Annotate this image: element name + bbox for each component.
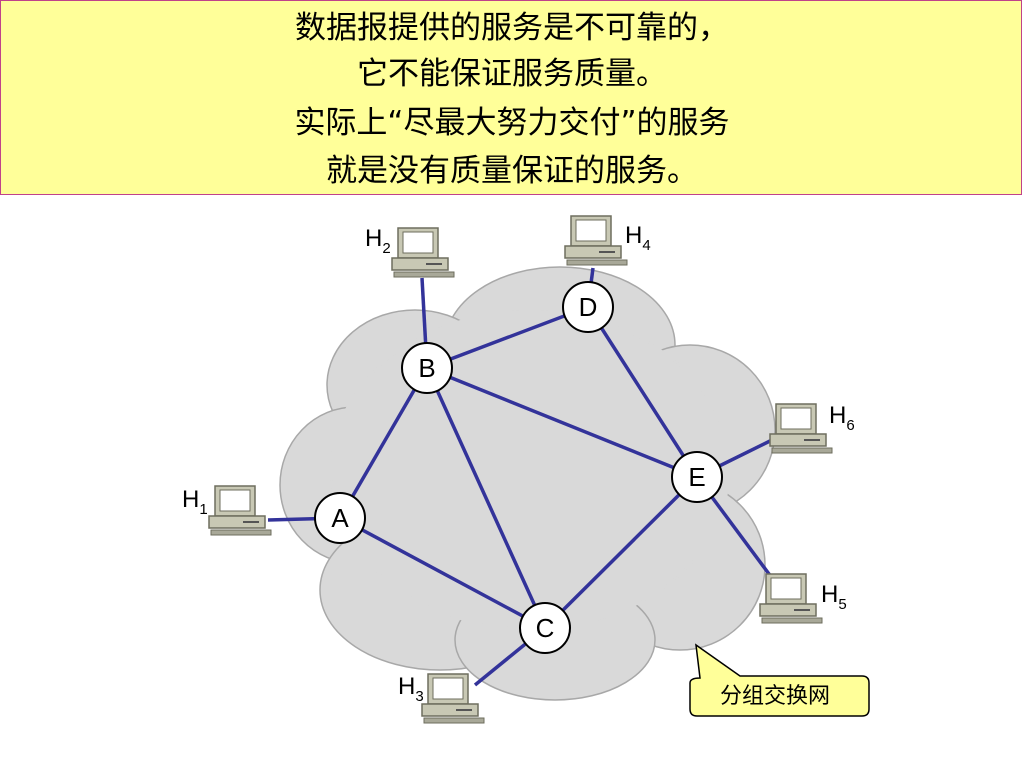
host-h4 bbox=[564, 215, 628, 266]
callout-packet-switching-network: 分组交换网 bbox=[689, 643, 870, 717]
computer-icon bbox=[759, 573, 823, 624]
node-label-d: D bbox=[579, 292, 598, 322]
node-a: A bbox=[314, 492, 366, 544]
computer-icon bbox=[421, 673, 485, 724]
computer-icon bbox=[391, 227, 455, 278]
host-label-h1: H1 bbox=[182, 486, 208, 518]
computer-icon bbox=[769, 403, 833, 454]
node-c: C bbox=[519, 602, 571, 654]
node-label-e: E bbox=[688, 462, 705, 492]
computer-icon bbox=[208, 485, 272, 536]
node-label-b: B bbox=[418, 353, 435, 383]
host-h6 bbox=[769, 403, 833, 454]
host-h1 bbox=[208, 485, 272, 536]
host-h3 bbox=[421, 673, 485, 724]
callout-label: 分组交换网 bbox=[720, 684, 830, 709]
link-c-e bbox=[543, 475, 699, 630]
host-label-h5: H5 bbox=[821, 581, 847, 613]
header-line-4: 就是没有质量保证的服务。 bbox=[326, 153, 698, 189]
header-line-3: 实际上“尽最大努力交付”的服务 bbox=[294, 105, 730, 141]
host-label-h3: H3 bbox=[398, 673, 424, 705]
link-b-e bbox=[426, 366, 698, 479]
computer-icon bbox=[564, 215, 628, 266]
link-d-e bbox=[586, 306, 699, 478]
node-e: E bbox=[671, 451, 723, 503]
host-h5 bbox=[759, 573, 823, 624]
host-h2 bbox=[391, 227, 455, 278]
node-label-a: A bbox=[331, 503, 349, 533]
link-b-c bbox=[425, 367, 547, 629]
node-b: B bbox=[401, 342, 453, 394]
link-a-c bbox=[339, 516, 546, 630]
host-label-h6: H6 bbox=[829, 402, 855, 434]
host-label-h2: H2 bbox=[365, 225, 391, 257]
node-d: D bbox=[562, 281, 614, 333]
host-label-h4: H4 bbox=[625, 222, 651, 254]
link-b-d bbox=[426, 305, 589, 370]
link-b-a bbox=[338, 367, 429, 519]
node-label-c: C bbox=[536, 613, 555, 643]
cloud-core bbox=[332, 312, 728, 628]
header-line-2: 它不能保证服务质量。 bbox=[357, 56, 667, 92]
header-box: 数据报提供的服务是不可靠的， 它不能保证服务质量。 实际上“尽最大努力交付”的服… bbox=[0, 0, 1022, 195]
header-line-1: 数据报提供的服务是不可靠的， bbox=[295, 10, 729, 46]
